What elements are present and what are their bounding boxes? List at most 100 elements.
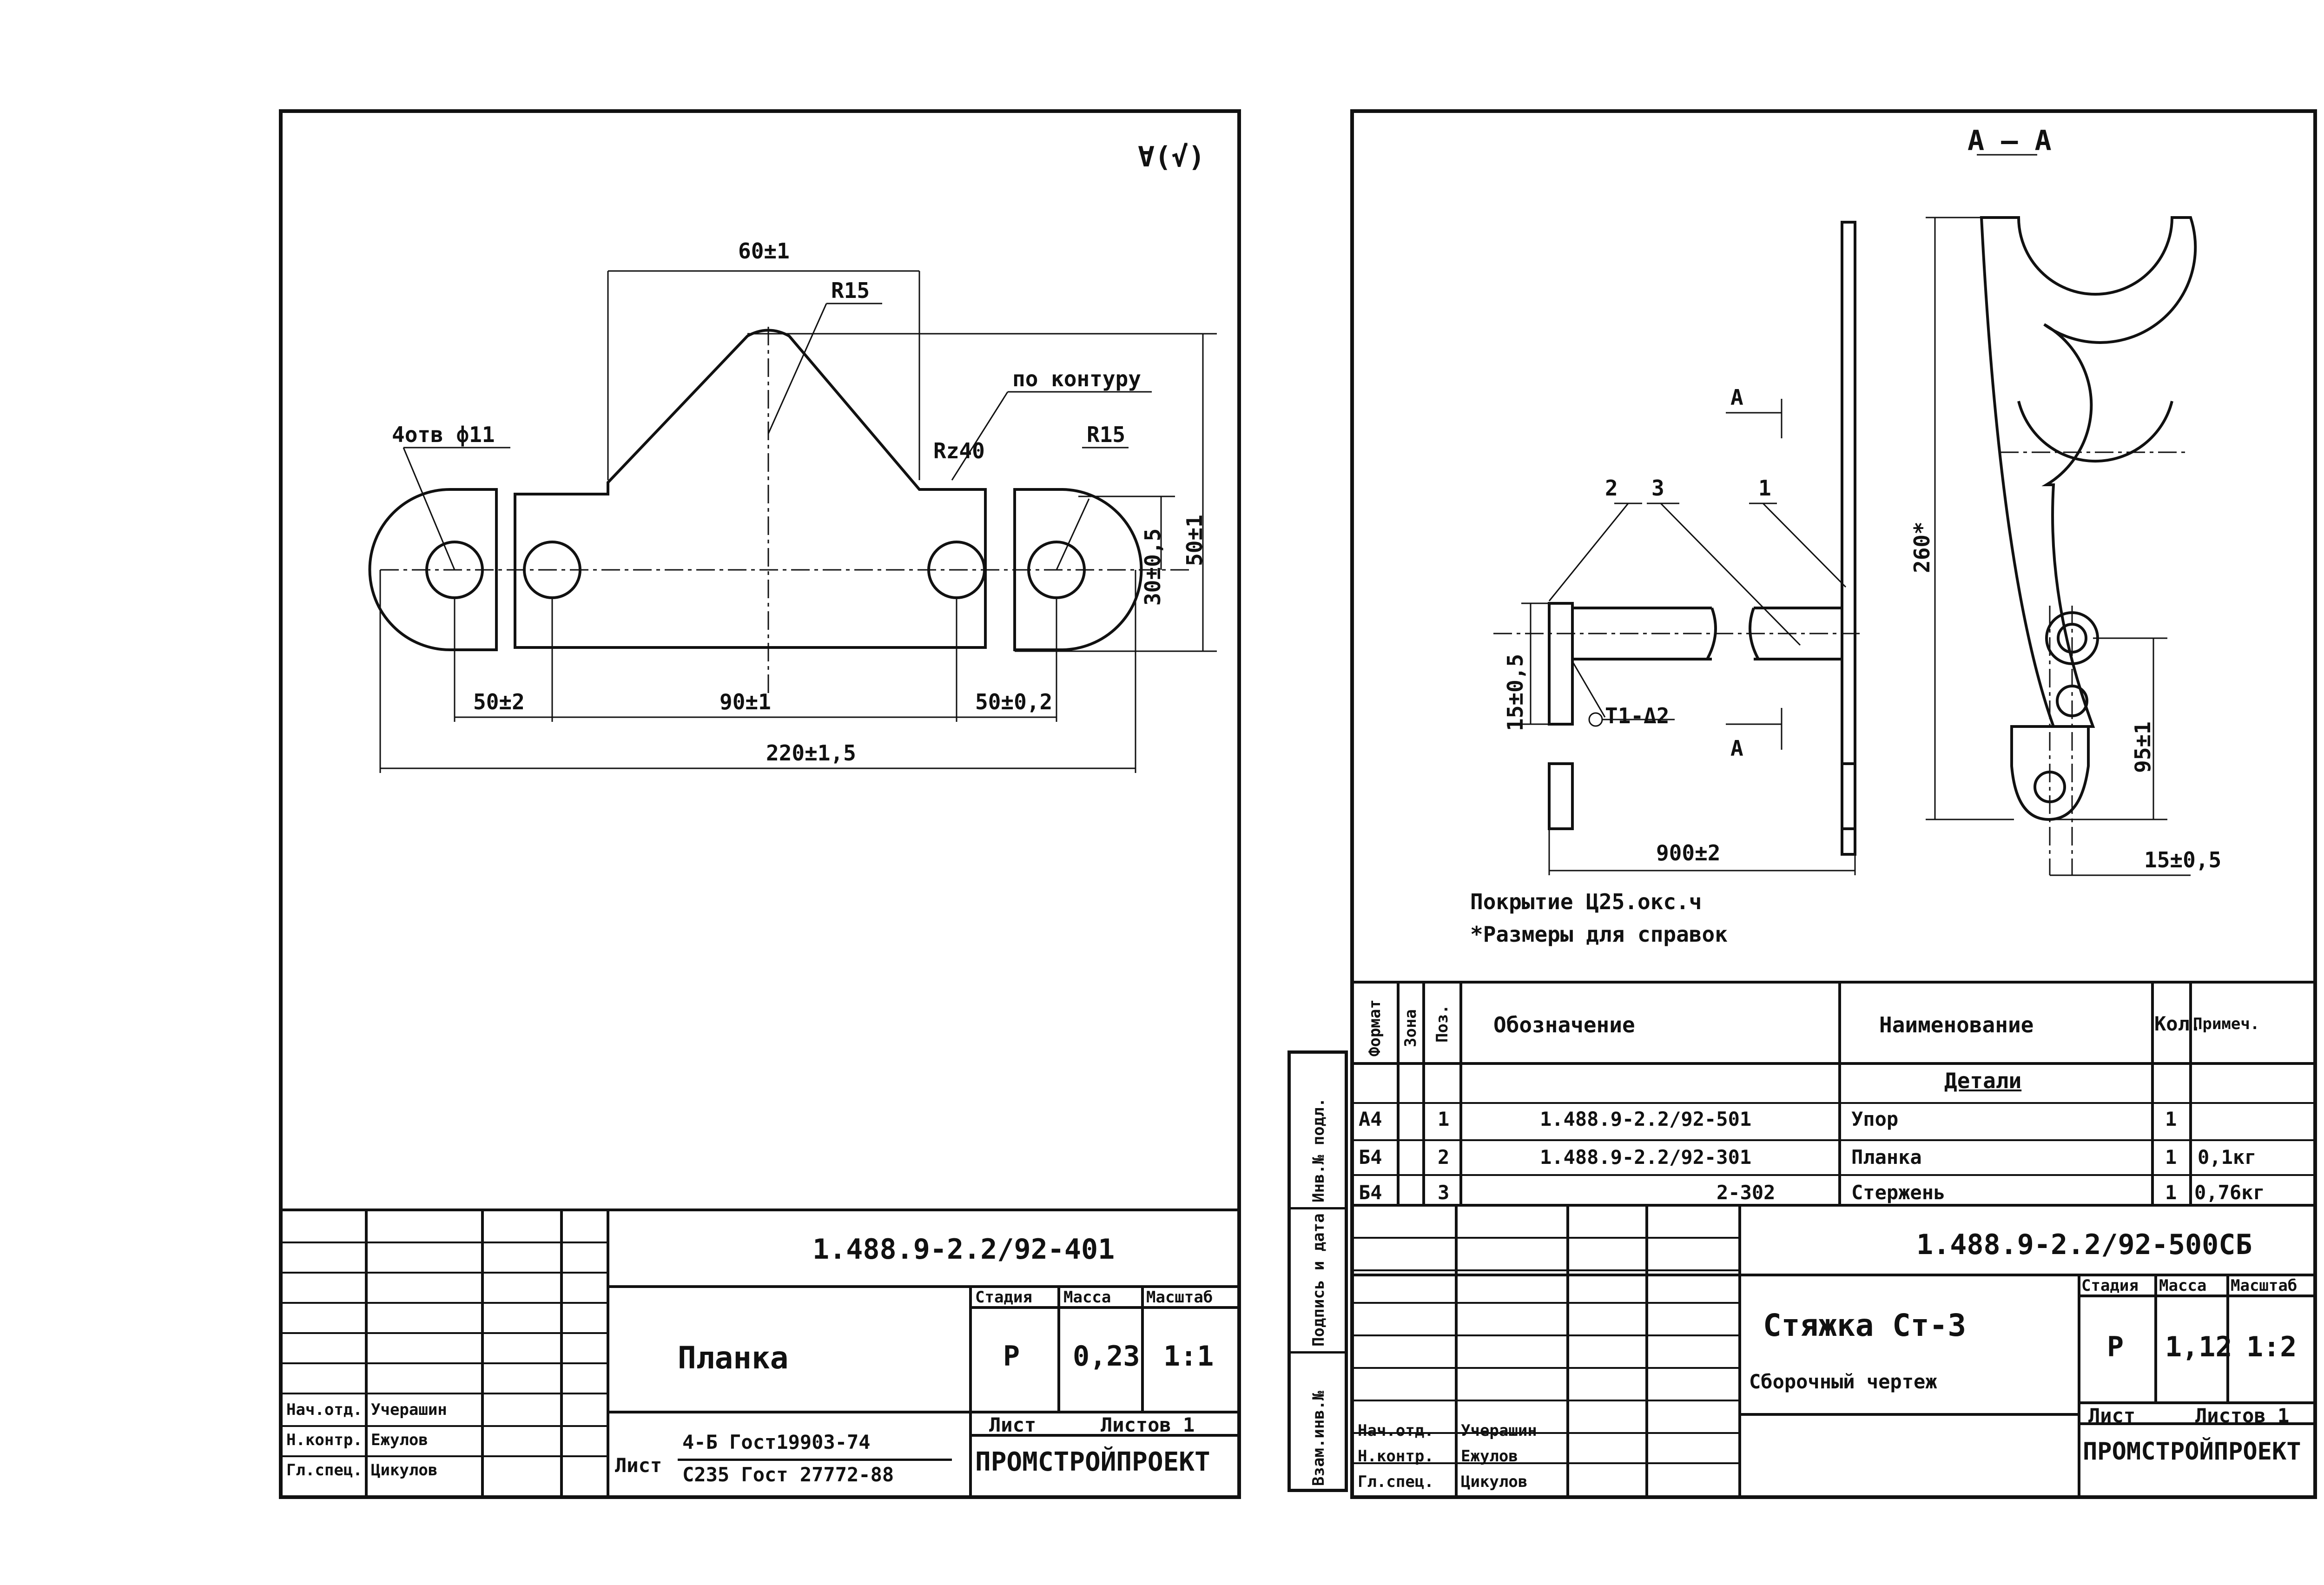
section-mark-bottom: А	[1730, 736, 1743, 761]
mass-value: 0,23	[1073, 1340, 1140, 1373]
drawing-sheet-styazhka: А – А 2 3 1 А А 15±0,5 Т1-Δ2 900±2 260* …	[1350, 109, 2317, 1499]
assembly-name: Стяжка Ст-3	[1763, 1308, 1967, 1343]
dim-bottom-50-left: 50±2	[473, 689, 525, 714]
row1-designation: 1.488.9-2.2/92-501	[1540, 1108, 1752, 1130]
note-coating: Покрытие Ц25.окс.ч	[1470, 889, 1702, 914]
section-label: А – А	[1967, 125, 2052, 157]
assembly-name-3: Цикулов	[1461, 1473, 1528, 1491]
side-strip: Инв.№ подл. Подпись и дата Взам.инв.№	[1287, 1050, 1348, 1492]
hdr-note: Примеч.	[2193, 1015, 2260, 1033]
hdr-zone: Зона	[1401, 1009, 1420, 1047]
organization: ПРОМСТРОЙПРОЕКТ	[975, 1447, 1210, 1477]
dim-15-left: 15±0,5	[1503, 654, 1528, 731]
assembly-role-1: Нач.отд.	[1358, 1421, 1434, 1440]
sheets-label: Листов 1	[1101, 1413, 1195, 1436]
assembly-organization: ПРОМСТРОЙПРОЕКТ	[2083, 1438, 2301, 1466]
hdr-designation: Обозначение	[1493, 1012, 1635, 1037]
dim-holes: 4отв ф11	[392, 422, 495, 447]
dim-15-right: 15±0,5	[2144, 847, 2222, 872]
spec-section-title: Детали	[1944, 1068, 2022, 1093]
section-mark-top: А	[1730, 385, 1743, 410]
dim-r15-right: R15	[1087, 422, 1126, 447]
row2-format: Б4	[1359, 1146, 1382, 1169]
row2-designation: 1.488.9-2.2/92-301	[1540, 1146, 1752, 1169]
assembly-mass-header: Масса	[2159, 1276, 2207, 1295]
side-strip-replacement: Взам.инв.№	[1309, 1391, 1328, 1486]
role-3: Гл.спец.	[286, 1461, 363, 1479]
row1-qty: 1	[2165, 1108, 2177, 1130]
mass-header: Масса	[1063, 1288, 1111, 1307]
side-strip-inv: Инв.№ подл.	[1309, 1097, 1328, 1202]
weld-symbol: Т1-Δ2	[1605, 703, 1670, 728]
planka-part-drawing	[283, 270, 1237, 1495]
sheet-label: Лист	[989, 1413, 1037, 1436]
dim-bottom-50-right: 50±0,2	[975, 689, 1053, 714]
name-2: Ежулов	[371, 1431, 428, 1449]
row2-pos: 2	[1438, 1146, 1450, 1169]
scale-value: 1:1	[1163, 1340, 1214, 1373]
assembly-doc-number: 1.488.9-2.2/92-500СБ	[1916, 1228, 2252, 1261]
assembly-scale: 1:2	[2246, 1331, 2297, 1363]
row2-qty: 1	[2165, 1146, 2177, 1169]
row1-format: А4	[1359, 1108, 1382, 1130]
name-3: Цикулов	[371, 1461, 438, 1479]
material-label: Лист	[615, 1454, 662, 1477]
assembly-scale-header: Масштаб	[2231, 1276, 2298, 1295]
row3-pos: 3	[1438, 1181, 1450, 1204]
drawing-sheet-planka: ∀(√) 60±1 R15 по контуру Rz40 R15 4отв ф…	[279, 109, 1241, 1499]
callout-3: 3	[1651, 476, 1664, 501]
row1-name: Упор	[1851, 1108, 1899, 1130]
name-1: Учерашин	[371, 1400, 447, 1419]
row1-pos: 1	[1438, 1108, 1450, 1130]
note-reference-dims: *Размеры для справок	[1470, 922, 1728, 947]
hdr-format: Формат	[1366, 999, 1384, 1057]
callout-1: 1	[1758, 476, 1771, 501]
stage-header: Стадия	[975, 1288, 1032, 1307]
dim-height-50: 50±1	[1182, 515, 1207, 566]
material-fraction-line	[678, 1459, 952, 1461]
material-top: 4-Б Гост19903-74	[682, 1431, 871, 1453]
dim-height-30: 30±0,5	[1140, 528, 1165, 606]
dim-900: 900±2	[1656, 840, 1721, 865]
role-1: Нач.отд.	[286, 1400, 363, 1419]
assembly-role-2: Н.контр.	[1358, 1447, 1434, 1466]
row3-qty: 1	[2165, 1181, 2177, 1204]
dim-260: 260*	[1909, 522, 1934, 573]
dim-95: 95±1	[2130, 721, 2155, 773]
row2-note: 0,1кг	[2198, 1146, 2257, 1169]
dim-bottom-90: 90±1	[720, 689, 771, 714]
part-name: Планка	[678, 1340, 789, 1376]
hdr-pos: Поз.	[1433, 1004, 1452, 1043]
row3-name: Стержень	[1851, 1181, 1946, 1204]
doc-number: 1.488.9-2.2/92-401	[812, 1233, 1115, 1266]
hdr-qty: Кол.	[2154, 1012, 2202, 1035]
dim-r15-top: R15	[831, 278, 870, 303]
roughness-symbol: ∀(√)	[1138, 141, 1205, 173]
row3-format: Б4	[1359, 1181, 1382, 1204]
dim-top-60: 60±1	[738, 238, 790, 264]
dim-overall-220: 220±1,5	[766, 740, 856, 766]
row2-name: Планка	[1851, 1146, 1922, 1169]
assembly-drawing	[1354, 154, 2313, 1495]
assembly-sheets-label: Листов 1	[2195, 1404, 2290, 1427]
scale-header: Масштаб	[1146, 1288, 1213, 1307]
assembly-subtitle: Сборочный чертеж	[1749, 1370, 1937, 1393]
assembly-sheet-label: Лист	[2088, 1404, 2136, 1427]
assembly-mass: 1,12	[2165, 1331, 2232, 1363]
note-po-konturu: по контуру	[1012, 366, 1141, 391]
assembly-stage: Р	[2107, 1331, 2124, 1363]
hdr-name: Наименование	[1879, 1012, 2034, 1037]
callout-2: 2	[1605, 476, 1618, 501]
side-strip-signature: Подпись и дата	[1309, 1213, 1328, 1347]
row3-designation: 2-302	[1717, 1181, 1776, 1204]
row3-note: 0,76кг	[2194, 1181, 2265, 1204]
material-bottom: С235 Гост 27772-88	[682, 1463, 894, 1486]
dim-rz40: Rz40	[933, 438, 985, 463]
assembly-stage-header: Стадия	[2081, 1276, 2139, 1295]
assembly-name-2: Ежулов	[1461, 1447, 1518, 1466]
assembly-name-1: Учерашин	[1461, 1421, 1537, 1440]
role-2: Н.контр.	[286, 1431, 363, 1449]
side-strip-divider-2	[1291, 1351, 1345, 1354]
stage-value: Р	[1003, 1340, 1020, 1373]
assembly-role-3: Гл.спец.	[1358, 1473, 1434, 1491]
